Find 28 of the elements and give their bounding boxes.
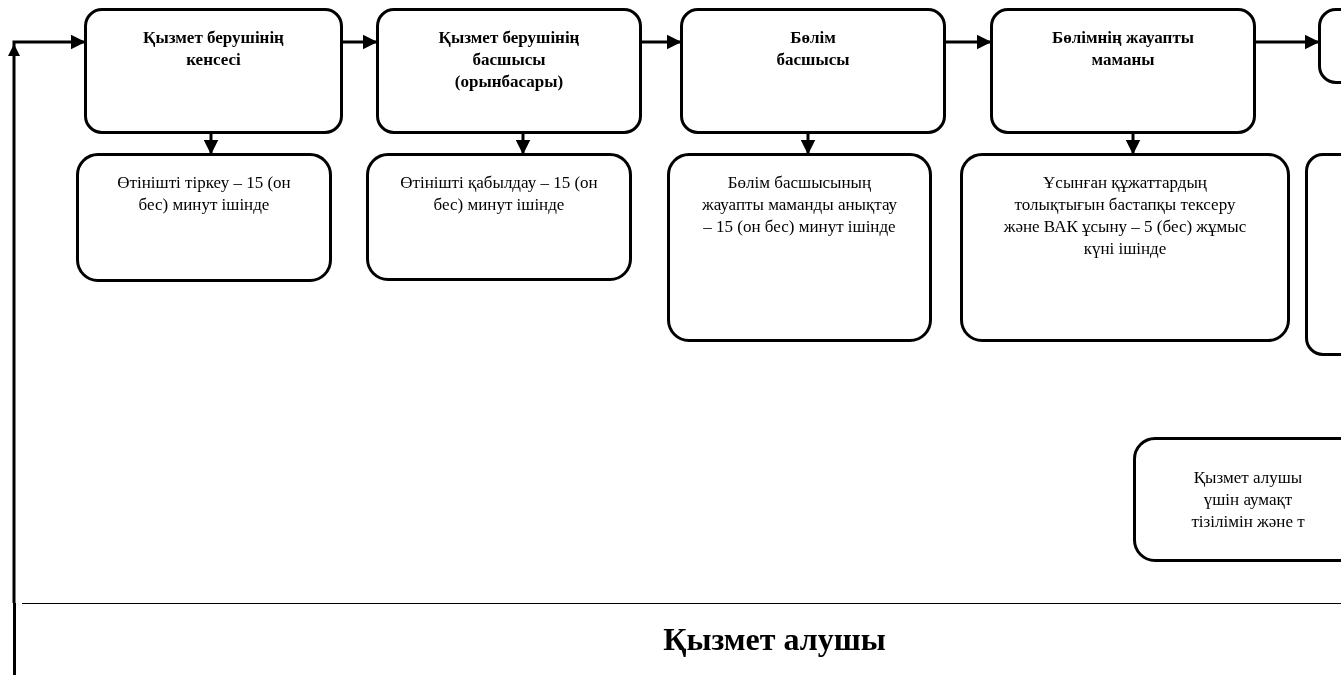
arrow (1256, 34, 1320, 50)
arrow (203, 134, 219, 155)
process-title: Қызмет берушінің кенсесі (142, 27, 285, 71)
step-box (76, 153, 332, 282)
step-text: Ұсынған құжаттардың толықтығын бастапқы тексеру және ВАК ұсыну – 5 (бес) жұмыс күні ішінде (1002, 172, 1248, 260)
step-text: Өтінішті қабылдау – 15 (он бес) минут ішінде (399, 172, 599, 216)
process-box (990, 8, 1256, 134)
band-label: Қызмет алушы (663, 620, 886, 659)
process-title: Қызмет берушінің басшысы (орынбасары) (437, 27, 581, 93)
arrow (1125, 134, 1141, 155)
step-box (667, 153, 932, 342)
arrow (343, 34, 378, 50)
step-box (366, 153, 632, 281)
step-text: Бөлім басшысының жауапты маманды анықтау – 15 (он бес) минут ішінде (700, 172, 899, 238)
process-box (680, 8, 946, 134)
arrow (946, 34, 992, 50)
process-box (376, 8, 642, 134)
arrow (515, 134, 531, 155)
arrow (8, 34, 86, 603)
step-text: Өтінішті тіркеу – 15 (он бес) минут ішінде (117, 172, 291, 216)
process-title: Бөлімнің жауапты маманы (1050, 27, 1196, 71)
step-box (960, 153, 1290, 342)
arrow (642, 34, 682, 50)
step-box (1133, 437, 1341, 562)
process-title: Бөлім басшысы (775, 27, 851, 71)
arrow (800, 134, 816, 155)
process-box (84, 8, 343, 134)
step-text: Қызмет алушы үшін аумақт тізілімін және т (1190, 466, 1306, 533)
